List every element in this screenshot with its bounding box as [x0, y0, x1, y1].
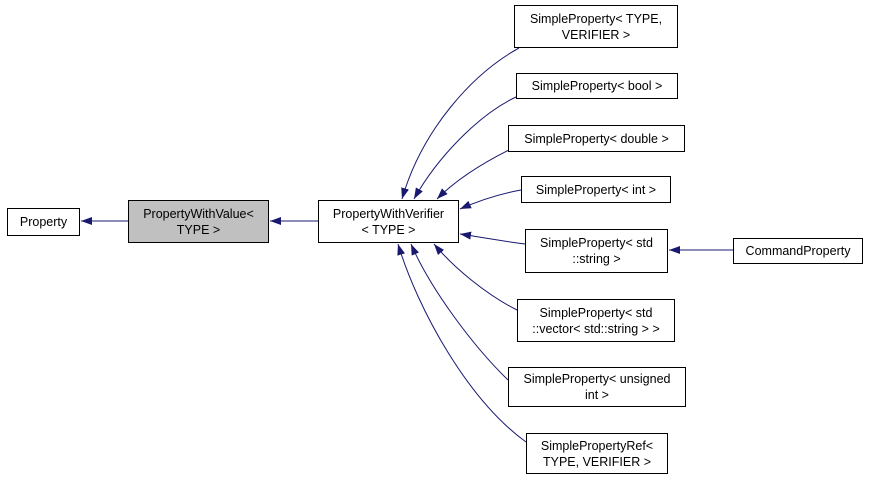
node-simple-property-int[interactable]: SimpleProperty< int >: [521, 176, 671, 203]
node-simple-property-unsigned[interactable]: SimpleProperty< unsigned int >: [508, 367, 686, 407]
node-simple-property-ref-label-line1: SimplePropertyRef<: [540, 438, 654, 453]
node-simple-property-ref-label-line2: TYPE, VERIFIER >: [542, 454, 651, 469]
node-simple-property-vector[interactable]: SimpleProperty< std ::vector< std::strin…: [517, 299, 675, 342]
node-simple-property-unsigned-label-line2: int >: [585, 388, 609, 402]
node-simple-property-string[interactable]: SimpleProperty< std ::string >: [525, 229, 668, 273]
node-simple-property-ref[interactable]: SimplePropertyRef< TYPE, VERIFIER >: [526, 433, 668, 474]
edge-simpleproperty-double-to-propertywithverifier: [436, 149, 510, 200]
node-property[interactable]: Property: [7, 208, 80, 236]
node-property-with-verifier[interactable]: PropertyWithVerifier < TYPE >: [318, 200, 459, 243]
node-command-property[interactable]: CommandProperty: [733, 238, 863, 264]
node-command-property-label: CommandProperty: [745, 244, 851, 258]
node-property-with-verifier-label-line1: PropertyWithVerifier: [332, 206, 445, 221]
node-simple-property-unsigned-label-line1: SimpleProperty< unsigned: [523, 372, 671, 386]
node-simple-property-bool-label: SimpleProperty< bool >: [531, 79, 663, 93]
node-simple-property-double-label: SimpleProperty< double >: [524, 131, 669, 146]
edge-simpleproperty-type-verifier-to-propertywithverifier: [401, 47, 520, 200]
node-property-with-value-label-line1: PropertyWithValue<: [143, 206, 254, 221]
edge-simpleproperty-string-to-propertywithverifier: [459, 231, 526, 245]
node-simple-property-vector-label-line1: SimpleProperty< std: [539, 305, 653, 320]
edge-simplepropertyref-to-propertywithverifier: [397, 243, 527, 443]
node-property-with-value-label-line2: TYPE >: [176, 222, 221, 237]
edge-simpleproperty-unsigned-to-propertywithverifier: [410, 243, 509, 381]
node-simple-property-type-verifier[interactable]: SimpleProperty< TYPE, VERIFIER >: [514, 5, 678, 48]
node-simple-property-double[interactable]: SimpleProperty< double >: [508, 125, 685, 152]
edge-simpleproperty-int-to-propertywithverifier: [459, 189, 522, 210]
node-simple-property-type-verifier-label-line2: VERIFIER >: [561, 27, 631, 42]
node-property-with-verifier-label-line2: < TYPE >: [361, 222, 416, 237]
node-simple-property-string-label-line2: ::string >: [572, 252, 621, 266]
node-simple-property-bool[interactable]: SimpleProperty< bool >: [516, 73, 678, 99]
node-simple-property-type-verifier-label-line1: SimpleProperty< TYPE,: [529, 11, 663, 26]
node-simple-property-vector-label-line2: ::vector< std::string > >: [532, 321, 660, 336]
node-simple-property-int-label: SimpleProperty< int >: [535, 182, 657, 197]
edge-simpleproperty-bool-to-propertywithverifier: [413, 96, 517, 200]
edge-simpleproperty-vector-to-propertywithverifier: [433, 243, 518, 311]
node-simple-property-string-label-line1: SimpleProperty< std: [540, 236, 653, 250]
node-property-label: Property: [19, 215, 68, 229]
node-property-with-value: PropertyWithValue< TYPE >: [128, 200, 269, 243]
